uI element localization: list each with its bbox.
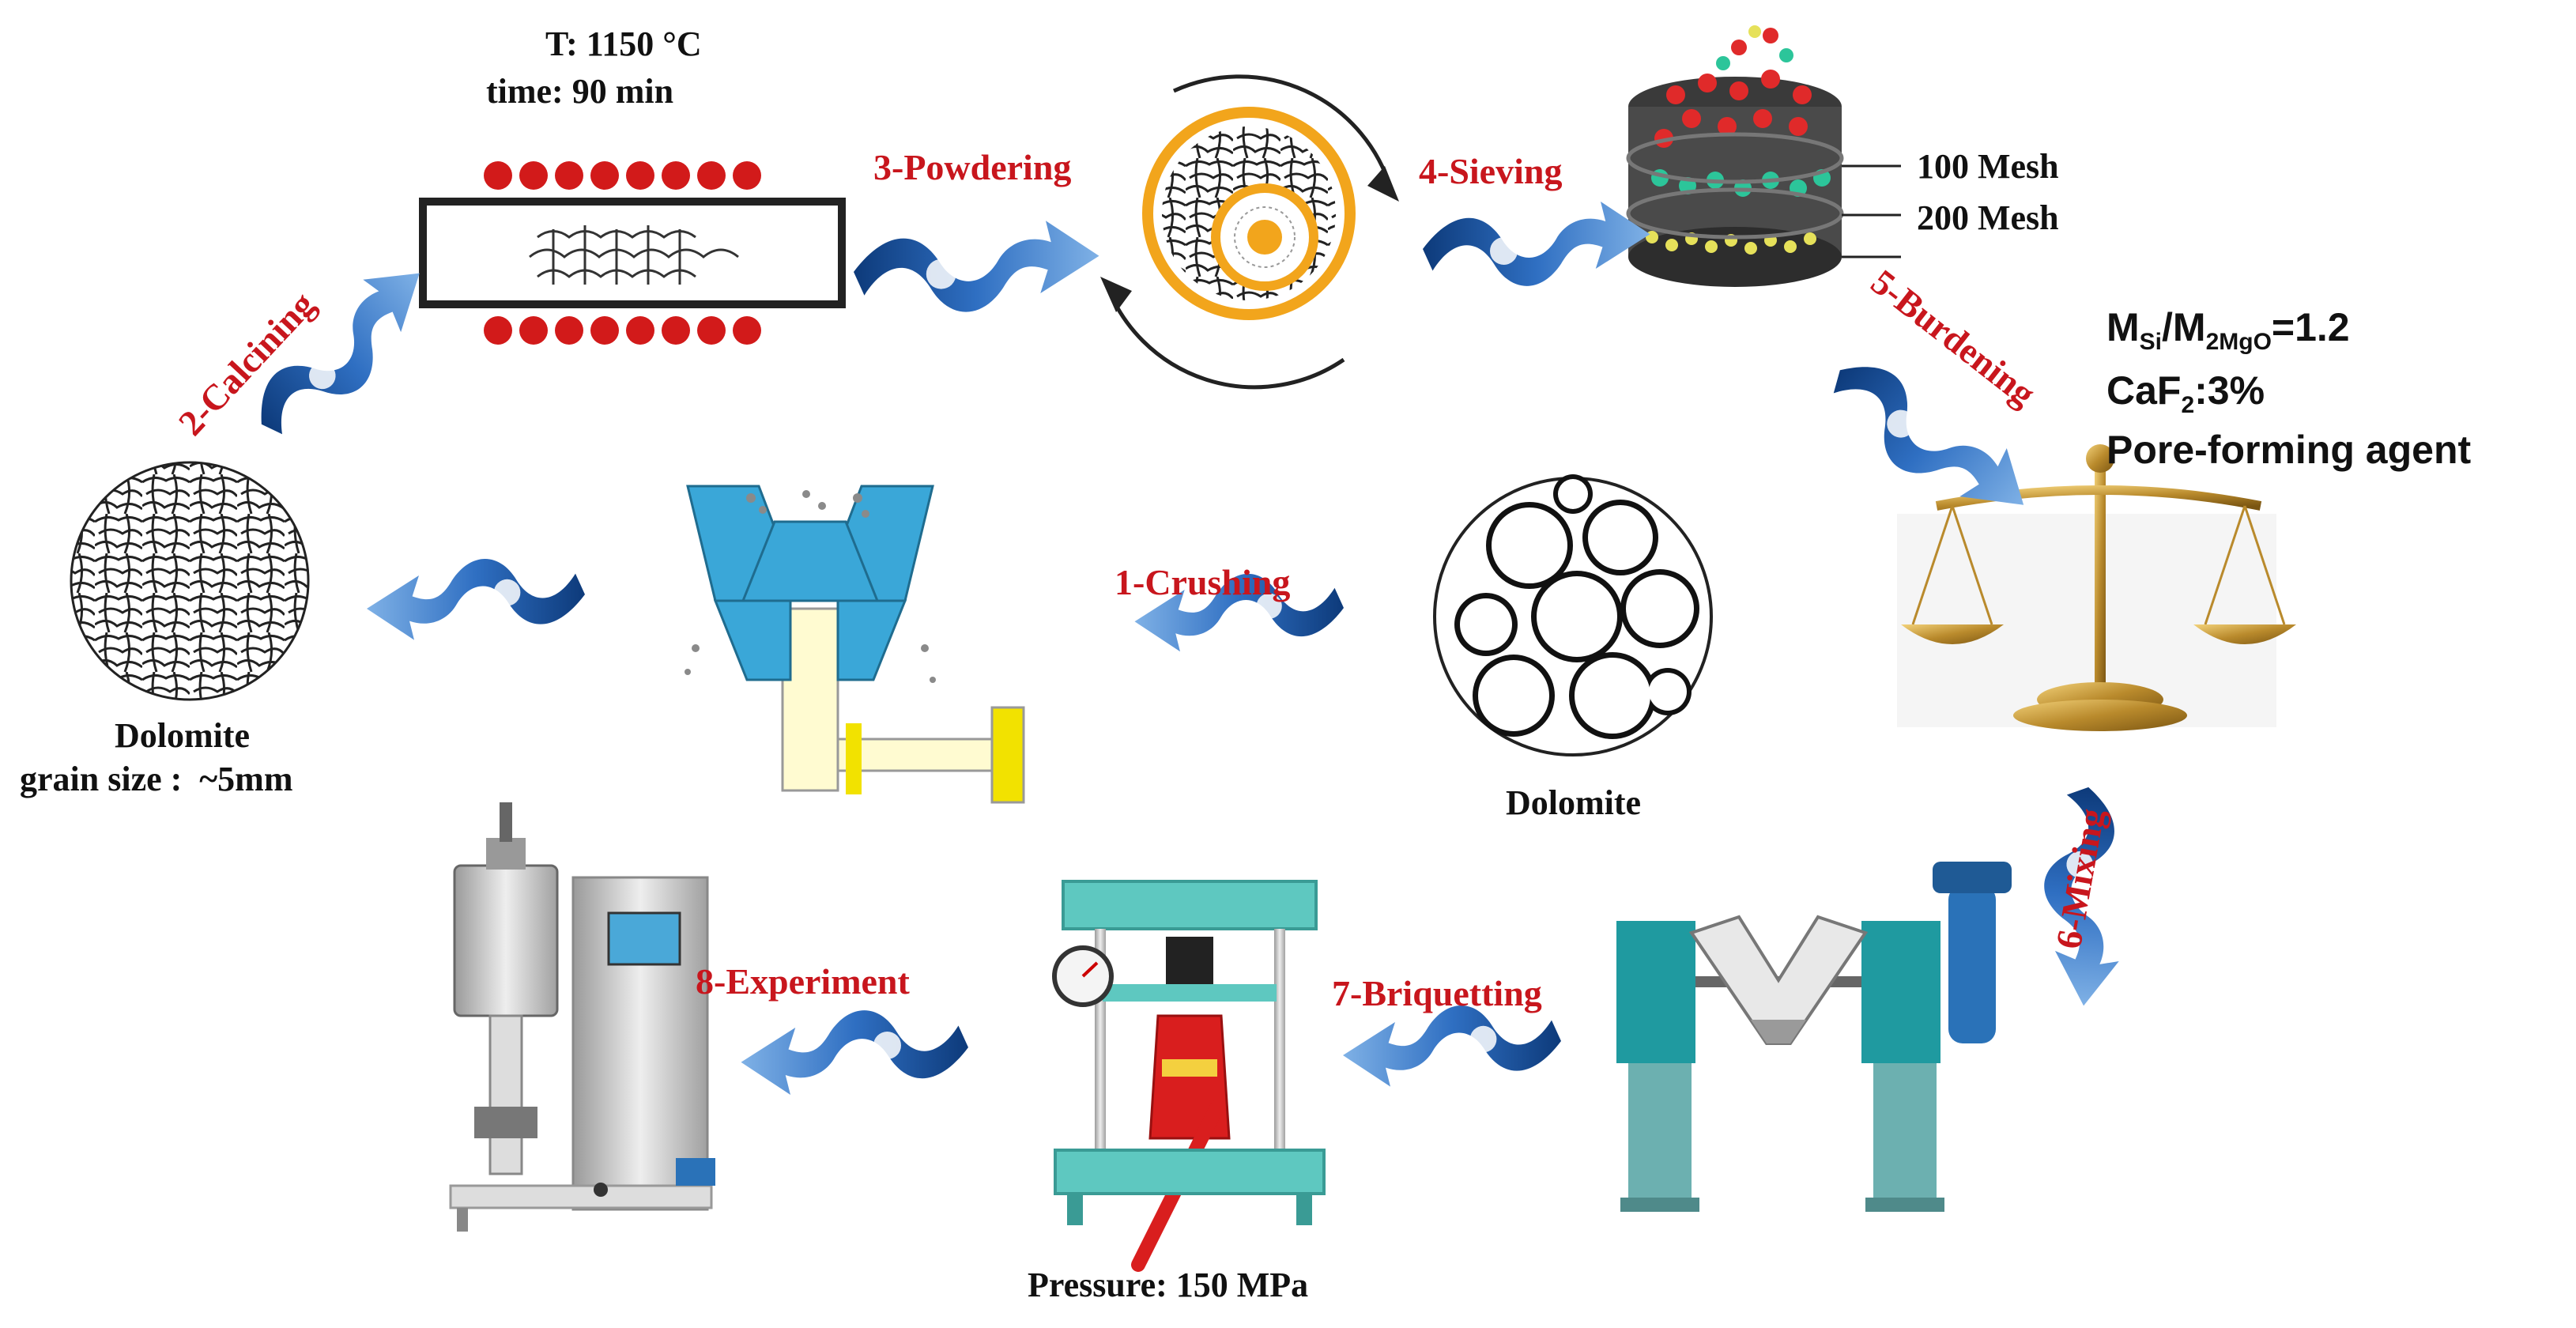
arrow-to-dolomite-crushed [367,559,585,640]
arrow-sieving [1423,202,1650,286]
step-label-sieving: 4-Sieving [1419,151,1563,191]
arrow-powdering [854,221,1099,312]
balance-scale [1897,444,2296,731]
calcining-time: time: 90 min [486,72,674,111]
furnace-cells [529,225,739,285]
dolomite-raw-circle [1433,474,1713,756]
burdening-ratio: MSi/M2MgO=1.2 [2106,305,2350,355]
cone-crusher [685,485,1025,804]
dolomite-crushed-circle [70,461,310,701]
v-mixer [1616,862,2012,1212]
step-label-crushing: 1-Crushing [1115,562,1291,602]
arrow-briquetting [1343,1005,1561,1087]
sieve-yellow-balls [1646,25,1816,255]
step-label-experiment: 8-Experiment [696,961,910,1002]
briquetting-pressure: Pressure: 150 MPa [1028,1266,1309,1304]
ball-mill [1100,74,1399,390]
step-label-powdering: 3-Powdering [873,147,1072,187]
dolomite-raw-label: Dolomite [1506,783,1642,822]
hydraulic-press [1052,880,1326,1272]
burdening-caf2: CaF2:3% [2106,368,2265,418]
calcining-temperature: T: 1150 °C [545,25,702,63]
bottom-heaters [484,316,761,345]
dolomite-grain-size: grain size : ~5mm [20,760,293,798]
sieve-red-balls [1654,28,1812,148]
reactor-furnace [449,802,715,1232]
top-heaters [484,161,761,190]
sieve-mesh-100: 100 Mesh [1917,147,2059,186]
arrow-experiment [741,1010,968,1095]
dolomite-crushed-label: Dolomite [115,716,251,755]
crusher-rock-bits [685,490,936,683]
sieve-mesh-200: 200 Mesh [1917,198,2059,237]
step-label-briquetting: 7-Briquetting [1332,973,1542,1013]
burdening-pore-agent: Pore-forming agent [2106,428,2472,472]
calcining-furnace [419,161,846,345]
sieve-stack [1626,25,1901,287]
